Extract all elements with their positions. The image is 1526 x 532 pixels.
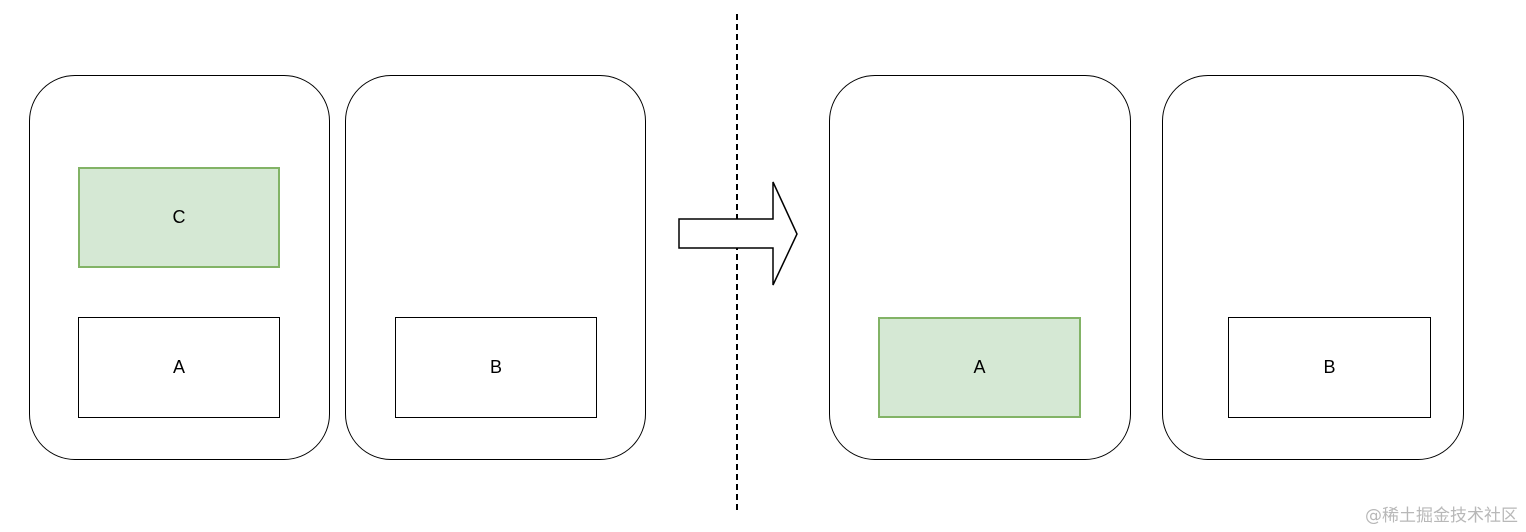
after-box-b-label: B	[1323, 357, 1336, 377]
after-box-b: B	[1228, 317, 1431, 418]
before-box-a: A	[78, 317, 280, 418]
before-box-b: B	[395, 317, 597, 418]
right-arrow-icon	[678, 181, 798, 286]
before-box-b-label: B	[489, 357, 502, 377]
dashed-divider	[736, 14, 738, 510]
after-box-a: A	[878, 317, 1081, 418]
watermark: @稀土掘金技术社区	[1365, 506, 1518, 526]
after-box-a-label: A	[973, 357, 986, 377]
before-box-c-label: C	[172, 207, 186, 227]
before-box-c: C	[78, 167, 280, 268]
before-box-a-label: A	[172, 357, 185, 377]
